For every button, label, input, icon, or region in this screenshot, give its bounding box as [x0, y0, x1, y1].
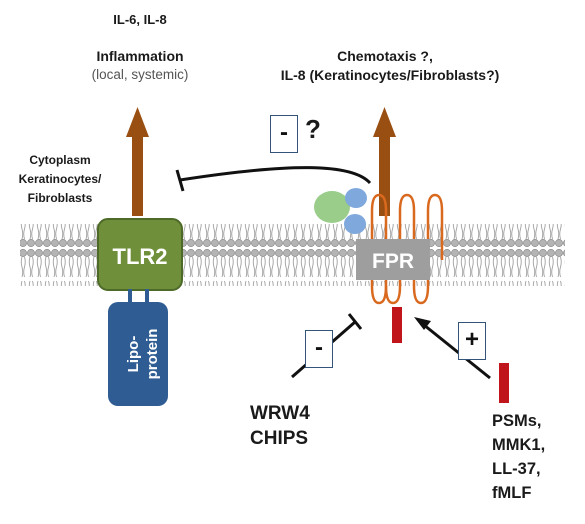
lipoprotein-label-line2: protein — [144, 329, 161, 380]
inhibition-bar — [175, 169, 185, 192]
cytokines-label: IL-6, IL-8 — [113, 12, 167, 27]
agonist-arrow — [423, 323, 491, 380]
g-protein-cluster — [314, 188, 367, 234]
fpr-coil-inner — [370, 211, 388, 305]
inflammation-scope: (local, systemic) — [91, 67, 189, 82]
lipoprotein — [108, 302, 168, 406]
bound-peptide — [392, 307, 402, 343]
agonist-sign-box: + — [458, 322, 486, 360]
cytoplasm-label-line1: Cytoplasm — [29, 153, 91, 167]
fpr-transmembrane-coils — [370, 193, 444, 305]
lipoprotein-linker-left — [128, 289, 132, 307]
agonist-arrowhead — [414, 317, 431, 330]
il8-keratinocytes-label: IL-8 (Keratinocytes/Fibroblasts?) — [280, 67, 500, 83]
agonist-label-ll37: LL-37, — [492, 460, 541, 478]
antagonist-sign-box: - — [305, 330, 333, 368]
fpr-receptor — [356, 239, 430, 280]
fpr-label: FPR — [372, 250, 414, 273]
agonist-label-psms: PSMs, — [492, 412, 542, 430]
antagonist-bar — [347, 313, 363, 330]
tlr2-receptor — [97, 218, 183, 291]
chemotaxis-arrow — [373, 107, 396, 216]
inflammation-label: Inflammation — [96, 48, 184, 64]
cytoplasm-label-line3: Fibroblasts — [27, 191, 93, 205]
free-peptide — [499, 363, 509, 403]
inhibit-sign-box: - — [270, 115, 298, 153]
antagonist-label-chips: CHIPS — [250, 428, 309, 449]
antagonist-label-wrw4: WRW4 — [250, 403, 310, 424]
inhibition-curve — [179, 166, 372, 185]
lipoprotein-label-line1: Lipo- — [125, 336, 142, 373]
agonist-label-fmlf: fMLF — [492, 484, 532, 502]
tlr2-label: TLR2 — [113, 244, 168, 269]
chemotaxis-label: Chemotaxis ?, — [337, 48, 433, 64]
inhibit-question-mark: ? — [305, 114, 321, 144]
agonist-label-mmk1: MMK1, — [492, 436, 546, 454]
lipoprotein-linker-right — [145, 289, 149, 307]
inflammation-arrow — [126, 107, 149, 216]
cytoplasm-label-line2: Keratinocytes/ — [18, 172, 102, 186]
